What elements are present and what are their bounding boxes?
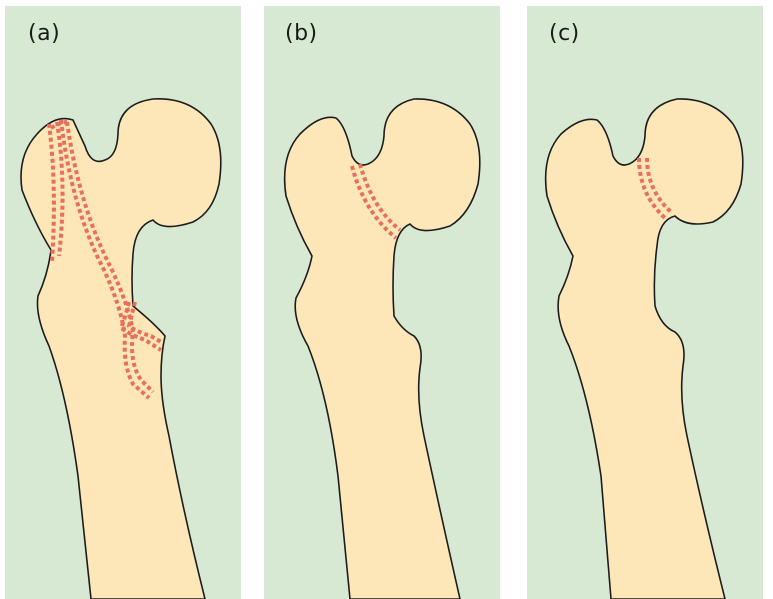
panel-label: (c) — [549, 21, 580, 46]
femur-outline — [21, 99, 221, 599]
panel-a: (a) — [5, 6, 241, 599]
panel-c-femur-diagram — [527, 6, 763, 599]
panel-c: (c) — [527, 6, 763, 599]
panel-label: (a) — [28, 21, 60, 46]
panel-b-femur-diagram — [264, 6, 500, 599]
femur-outline — [546, 99, 743, 599]
panel-a-femur-diagram — [5, 6, 241, 599]
panel-b: (b) — [264, 6, 500, 599]
panel-label: (b) — [285, 21, 318, 46]
femur-outline — [285, 99, 480, 599]
